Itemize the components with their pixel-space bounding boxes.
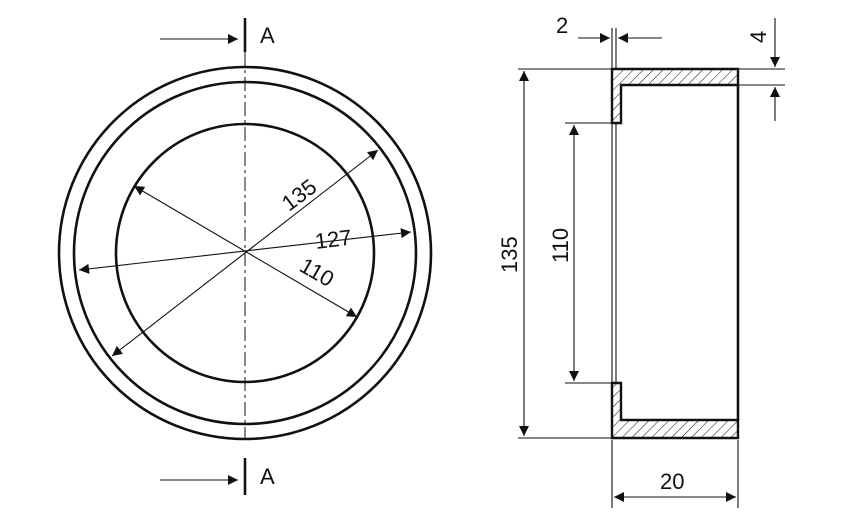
dim-label-inner: 110	[548, 228, 573, 263]
dim-label-height: 135	[497, 236, 522, 273]
dim-label-lip: 2	[556, 13, 568, 38]
dim-label-135: 135	[277, 174, 321, 216]
bottom-wall-section	[610, 381, 740, 440]
section-label-top: A	[260, 23, 275, 48]
dim-label-127: 127	[314, 225, 353, 254]
dim-label-width: 20	[660, 469, 684, 494]
top-wall-section	[610, 67, 740, 125]
front-view: A A 135 127 110	[57, 18, 433, 495]
section-label-bottom: A	[260, 464, 275, 489]
side-view: 135 110 2 4 20	[497, 13, 785, 508]
dim-line-110	[133, 185, 358, 318]
dim-label-110: 110	[296, 253, 339, 292]
section-marker-top: A	[160, 18, 275, 52]
section-marker-bottom: A	[160, 458, 275, 495]
dim-label-wall: 4	[746, 31, 771, 43]
